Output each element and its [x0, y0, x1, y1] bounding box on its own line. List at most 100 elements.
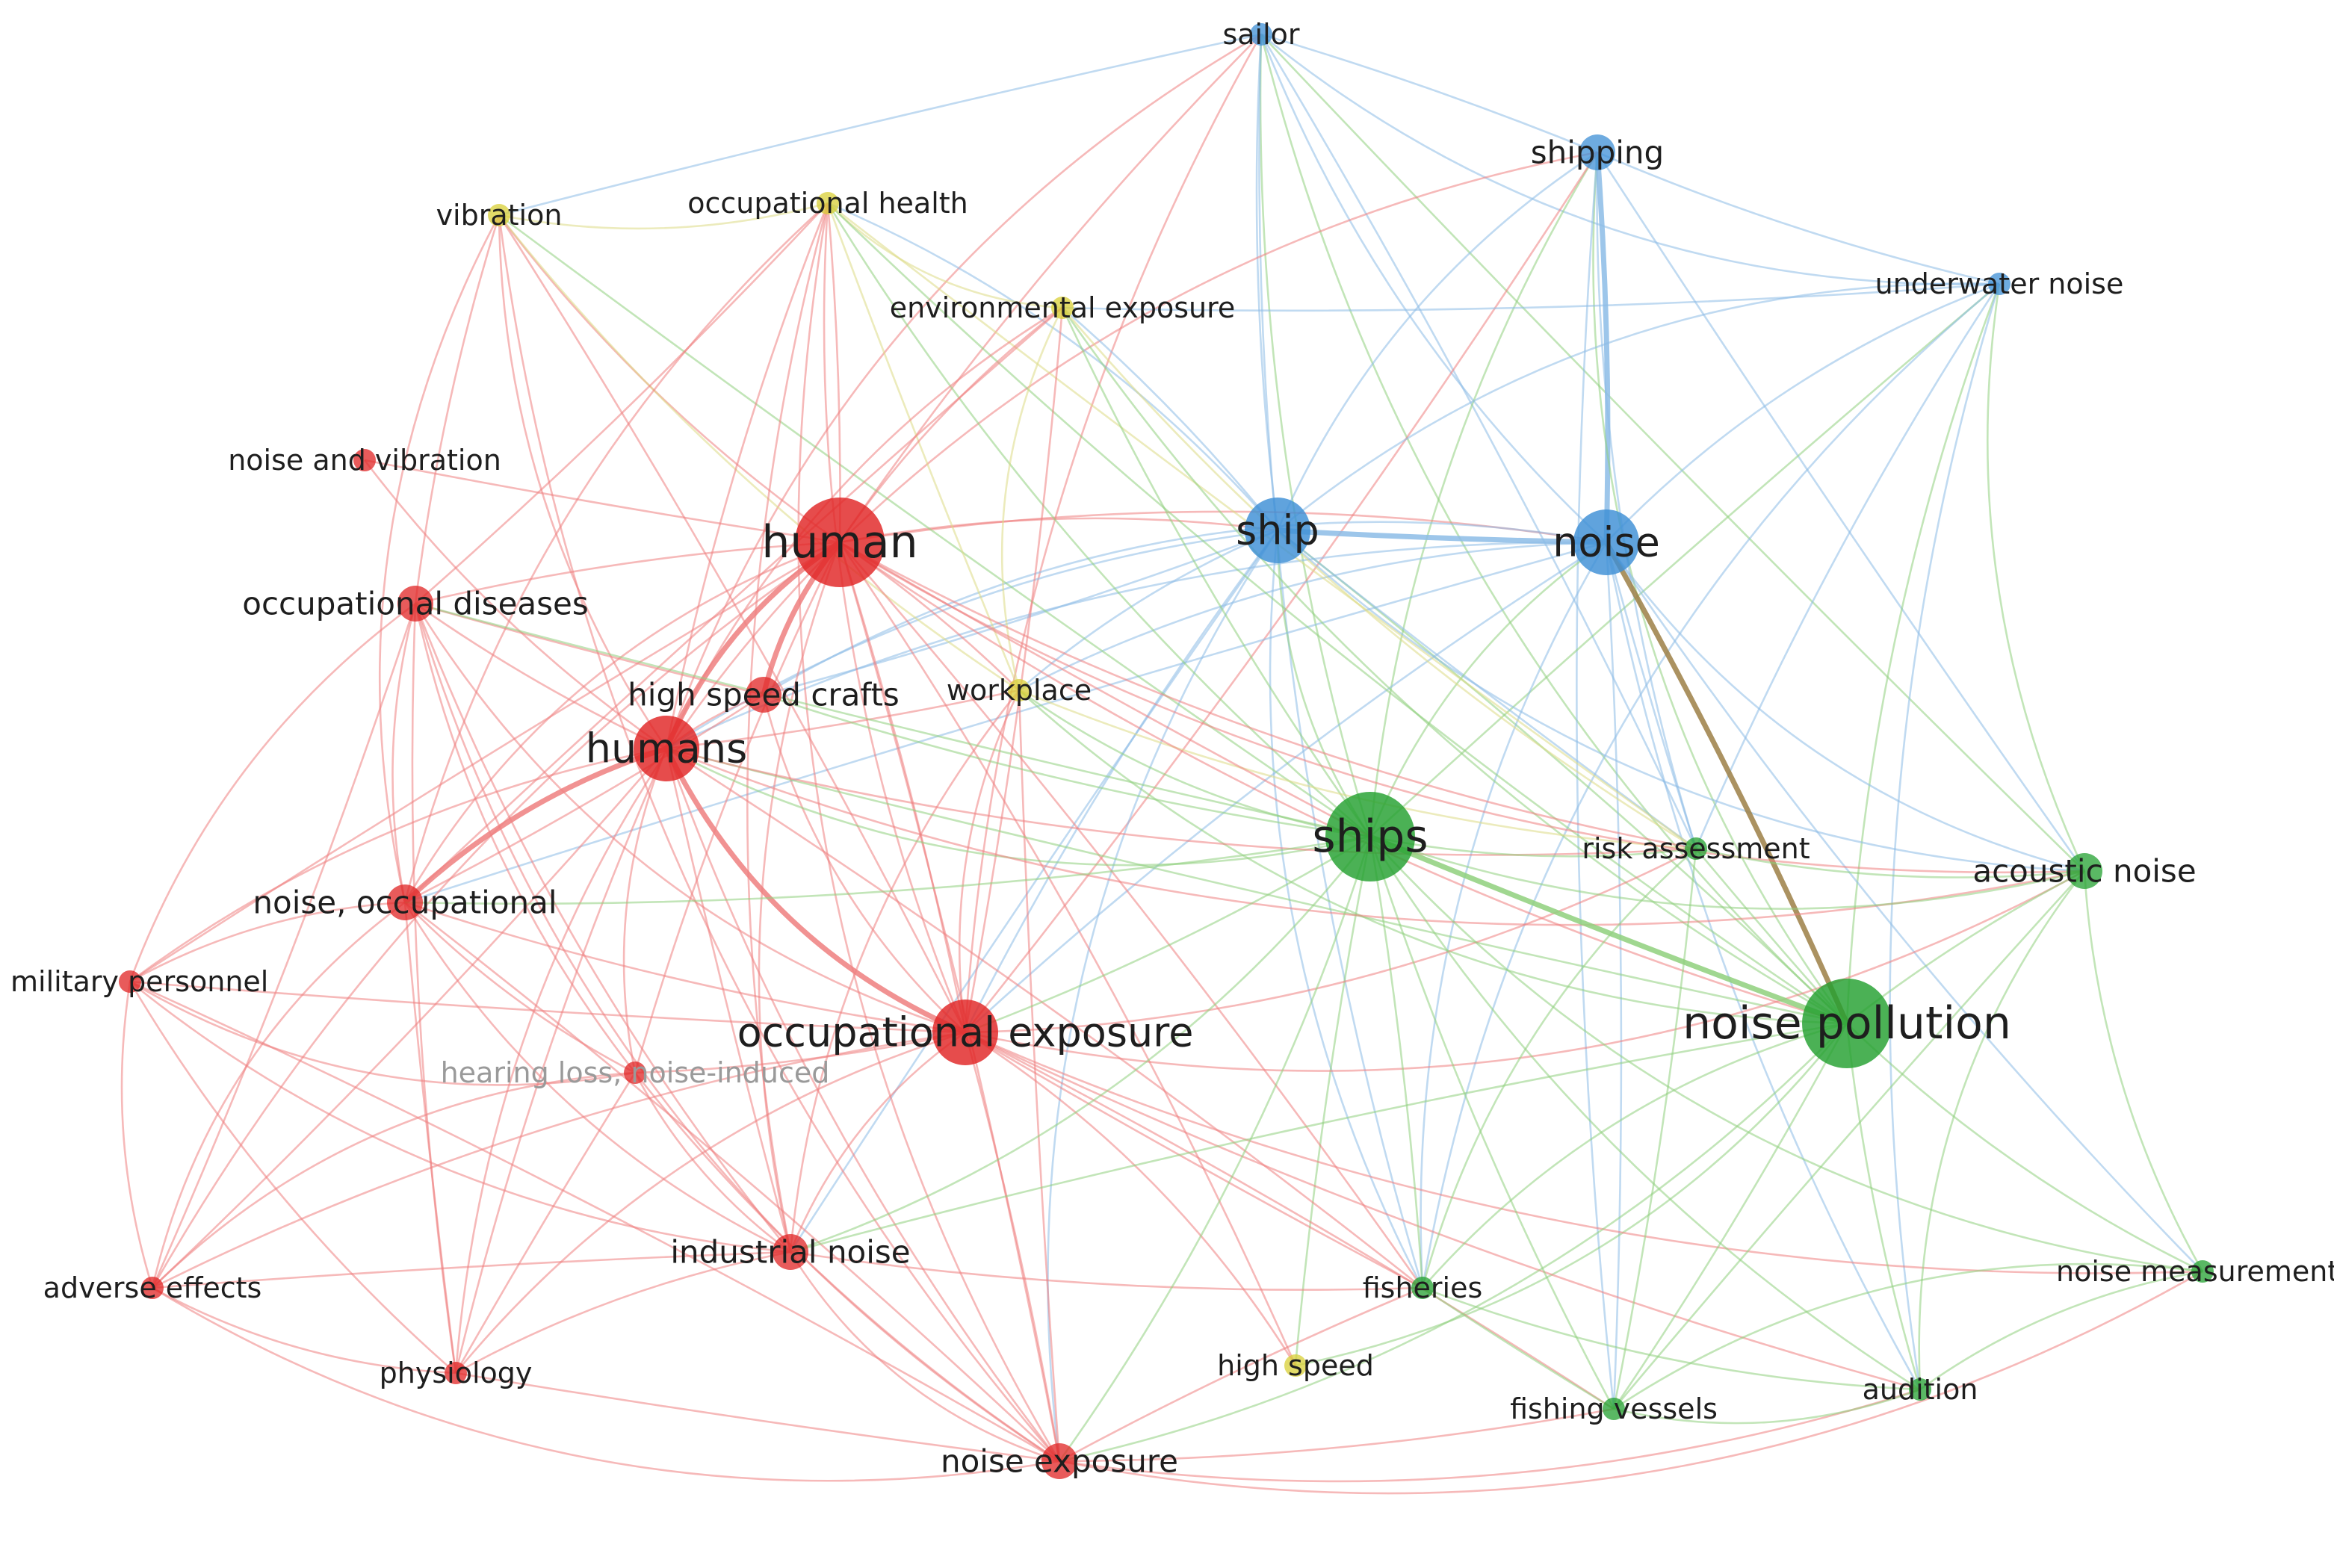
edge-high_speed-human — [838, 542, 1297, 1366]
edge-vibration-noise_exposure — [498, 214, 1060, 1462]
node-sailor[interactable] — [1250, 23, 1272, 46]
node-human[interactable] — [795, 498, 885, 587]
node-acoustic-noise[interactable] — [2067, 853, 2102, 889]
node-risk-assessment[interactable] — [1685, 837, 1707, 860]
edge-noise-noise_occupational — [404, 541, 1607, 904]
edge-sailor-ships — [1259, 34, 1372, 837]
edge-noise_exposure-fishing_vessels — [1059, 1407, 1615, 1463]
label-noise-occupational: noise, occupational — [253, 884, 557, 921]
node-high-speed[interactable] — [1284, 1354, 1307, 1377]
edge-human-adverse_effects — [151, 541, 841, 1289]
label-humans: humans — [586, 725, 748, 772]
edge-industrial_noise-physiology — [455, 1251, 791, 1375]
edge-ship-occupational_health — [827, 202, 1278, 531]
edge-underwater_noise-acoustic_noise — [1987, 283, 2086, 872]
node-ships[interactable] — [1325, 792, 1415, 881]
edge-military_personnel-physiology — [129, 981, 456, 1374]
edge-occupational_diseases-ships — [415, 602, 1371, 838]
edge-humans-fisheries — [666, 747, 1423, 1289]
edge-occupational_exposure-risk_assessment — [965, 847, 1697, 1034]
edge-adverse_effects-noise_exposure — [152, 1286, 1060, 1482]
edge-hearing_loss-adverse_effects — [152, 1071, 636, 1289]
edge-humans-occupational_exposure — [663, 747, 967, 1035]
edge-noise_measurement-audition — [1919, 1270, 2203, 1391]
edge-occupational_health-ships — [826, 202, 1371, 837]
edge-occupational_exposure-ships — [965, 835, 1371, 1034]
node-occupational-health[interactable] — [817, 192, 839, 214]
node-industrial-noise[interactable] — [773, 1234, 808, 1270]
edge-humans-noise_exposure — [665, 748, 1061, 1462]
edge-acoustic_noise-fishing_vessels — [1613, 870, 2085, 1410]
edge-environmental_exposure-noise_pollution — [1061, 307, 1848, 1025]
edge-occupational_diseases-noise_occupational — [391, 603, 417, 903]
node-ship[interactable] — [1245, 498, 1310, 563]
node-hearing-loss[interactable] — [624, 1062, 646, 1084]
edge-human-risk_assessment — [839, 541, 1697, 850]
node-noise-measurement[interactable] — [2191, 1260, 2214, 1283]
label-occupational-health: occupational health — [687, 187, 968, 220]
label-occupational-exposure: occupational exposure — [737, 1009, 1194, 1056]
label-industrial-noise: industrial noise — [670, 1234, 910, 1271]
label-fisheries: fisheries — [1363, 1271, 1483, 1304]
edge-ships-fishing_vessels — [1369, 836, 1615, 1410]
node-occupational-exposure[interactable] — [932, 1000, 998, 1065]
label-vibration: vibration — [436, 199, 563, 232]
edge-sailor-risk_assessment — [1260, 34, 1697, 849]
node-physiology[interactable] — [445, 1362, 467, 1384]
edge-risk_assessment-fishing_vessels — [1612, 848, 1697, 1410]
edge-noise-high_speed_crafts — [763, 521, 1607, 696]
node-environmental-exposure[interactable] — [1051, 297, 1074, 319]
node-vibration[interactable] — [488, 204, 510, 226]
node-adverse-effects[interactable] — [141, 1277, 164, 1299]
node-noise-occupational[interactable] — [387, 884, 423, 920]
edge-humans-industrial_noise — [665, 748, 792, 1253]
node-military-personnel[interactable] — [119, 970, 141, 993]
edge-ship-acoustic_noise — [1277, 530, 2085, 873]
edge-occupational_diseases-noise_exposure — [414, 603, 1060, 1463]
edge-fishing_vessels-audition — [1613, 1388, 1921, 1425]
edge-sailor-noise_pollution — [1260, 34, 1848, 1024]
label-human: human — [761, 516, 917, 568]
edge-hearing_loss-occupational_exposure — [634, 1031, 966, 1074]
edge-noise_occupational-noise_exposure — [404, 901, 1060, 1462]
edge-military_personnel-industrial_noise — [129, 980, 791, 1254]
edge-sailor-occupational_exposure — [964, 34, 1263, 1033]
edge-underwater_noise-risk_assessment — [1694, 283, 2001, 849]
node-occupational-diseases[interactable] — [397, 586, 433, 622]
label-high-speed-crafts: high speed crafts — [628, 677, 900, 713]
edge-humans-acoustic_noise — [666, 747, 2085, 926]
node-noise-and-vibration[interactable] — [353, 449, 376, 471]
node-fisheries[interactable] — [1411, 1277, 1434, 1299]
edge-noise_occupational-physiology — [403, 902, 457, 1374]
edge-vibration-occupational_diseases — [414, 214, 501, 604]
node-audition[interactable] — [1909, 1378, 1931, 1401]
edge-noise-fisheries — [1420, 542, 1608, 1289]
edge-underwater_noise-fisheries — [1421, 283, 2000, 1289]
edge-noise_pollution-fisheries — [1422, 1022, 1848, 1289]
edge-noise-noise_pollution — [1603, 541, 1850, 1025]
label-noise: noise — [1553, 519, 1660, 566]
nodes-layer — [119, 23, 2214, 1479]
node-underwater-noise[interactable] — [1988, 273, 2010, 295]
edge-noise_occupational-military_personnel — [129, 901, 406, 983]
node-humans[interactable] — [634, 716, 699, 781]
edge-military_personnel-adverse_effects — [120, 981, 154, 1289]
node-noise-pollution[interactable] — [1802, 979, 1892, 1068]
edge-noise_exposure-fisheries — [1059, 1286, 1423, 1463]
label-fishing-vessels: fishing vessels — [1510, 1392, 1718, 1425]
edge-humans-military_personnel — [129, 747, 667, 983]
node-noise[interactable] — [1573, 509, 1639, 575]
edge-adverse_effects-physiology — [152, 1286, 456, 1375]
node-noise-exposure[interactable] — [1041, 1443, 1077, 1479]
edge-vibration-occupational_exposure — [498, 214, 967, 1033]
edge-occupational_diseases-hearing_loss — [414, 603, 637, 1073]
node-high-speed-crafts[interactable] — [746, 677, 781, 713]
edge-high_speed_crafts-ships — [763, 693, 1371, 838]
node-workplace[interactable] — [1008, 679, 1030, 701]
edge-noise_occupational-occupational_exposure — [404, 901, 966, 1034]
node-shipping[interactable] — [1579, 134, 1615, 170]
edge-environmental_exposure-noise_occupational — [404, 307, 1063, 903]
node-fishing-vessels[interactable] — [1603, 1398, 1625, 1420]
edge-occupational_health-environmental_exposure — [827, 202, 1063, 309]
edge-occupational_exposure-noise_measurement — [965, 1031, 2203, 1274]
